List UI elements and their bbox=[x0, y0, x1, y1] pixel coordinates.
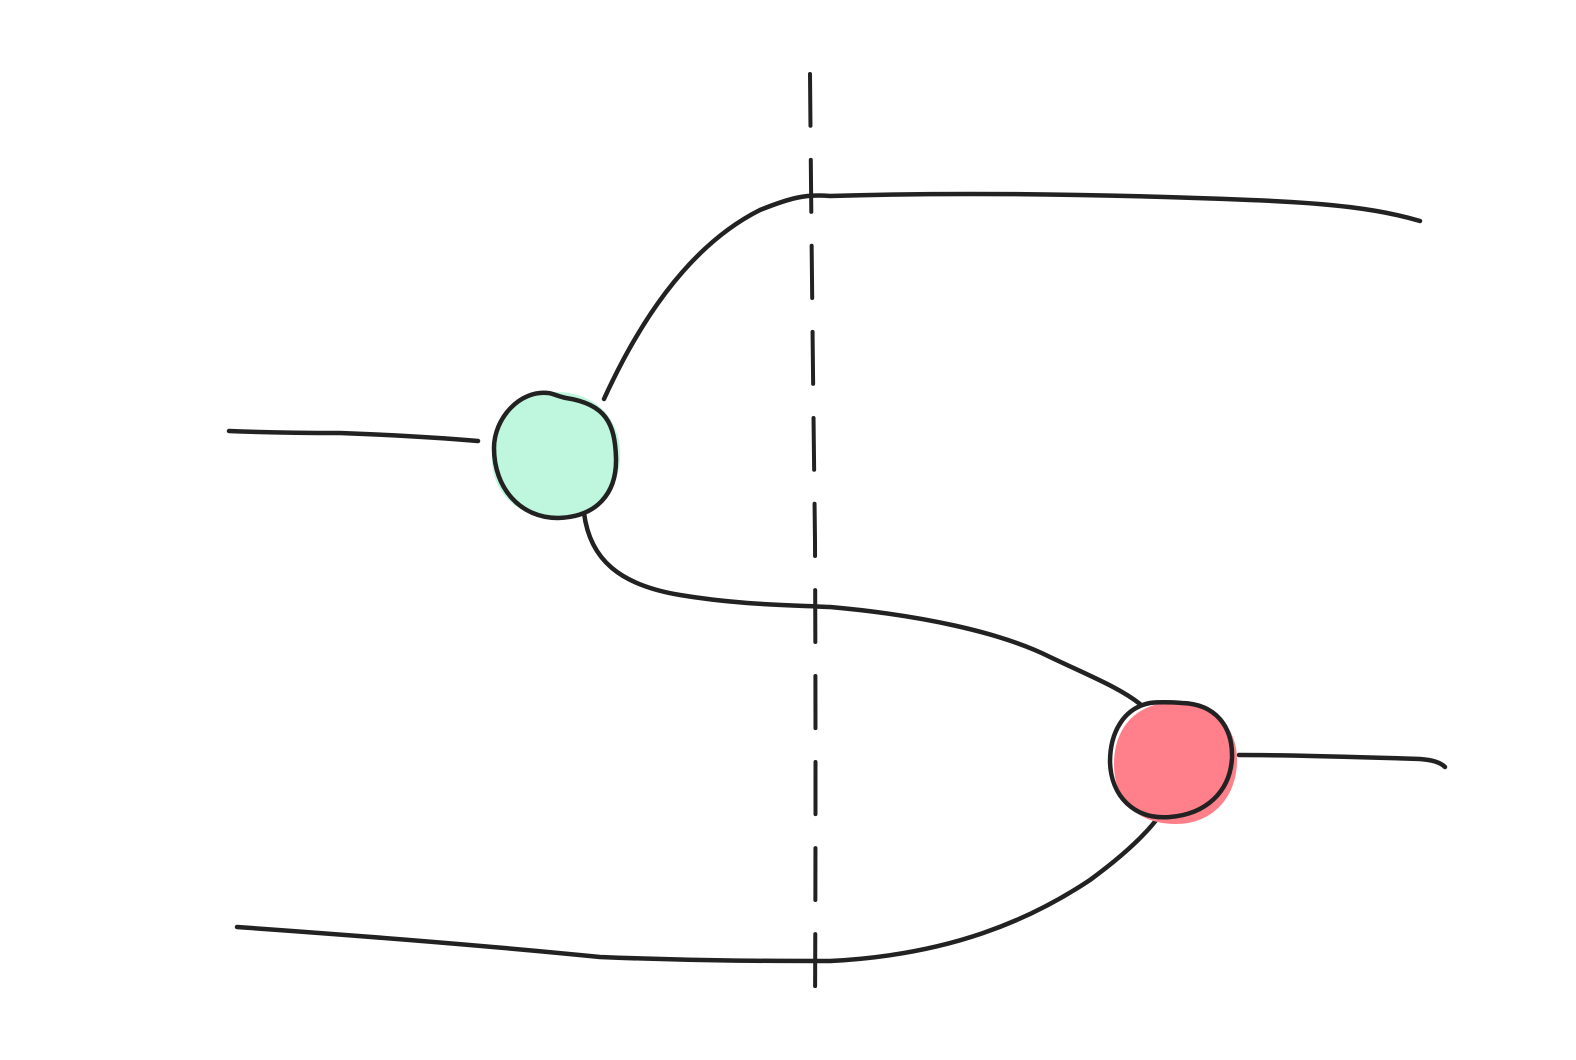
branch-node-fill bbox=[491, 392, 621, 518]
lower-input-wire bbox=[234, 812, 1163, 964]
merge-node-outline bbox=[1107, 700, 1235, 820]
merged-output-wire bbox=[1236, 752, 1448, 770]
input-wire bbox=[226, 428, 481, 444]
branch-node bbox=[491, 390, 621, 521]
merge-node bbox=[1107, 700, 1238, 824]
cross-wire bbox=[581, 510, 1143, 707]
dashed-divider-line bbox=[808, 72, 818, 1014]
merge-node-fill bbox=[1114, 702, 1238, 824]
branch-node-outline bbox=[491, 390, 619, 521]
upper-output-wire bbox=[601, 191, 1423, 402]
